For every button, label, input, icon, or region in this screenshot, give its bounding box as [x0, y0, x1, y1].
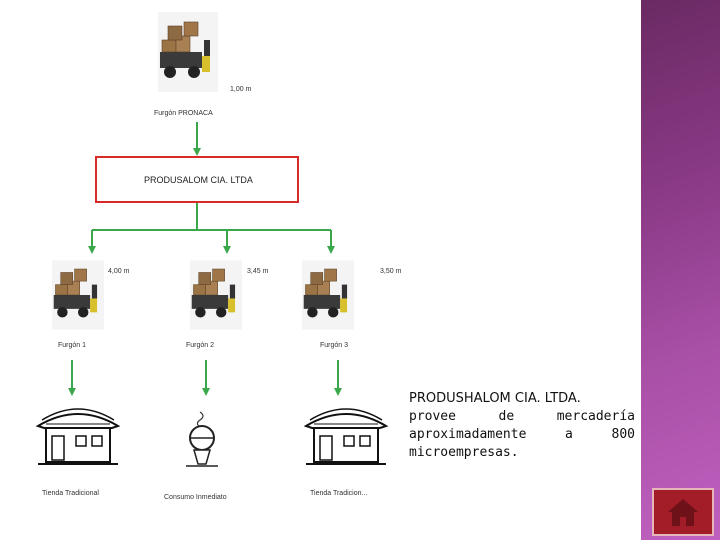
truck-3-distance: 3,50 m	[380, 268, 402, 275]
description-line-2: aproximadamente a 800	[409, 426, 635, 444]
sidebar-decoration	[641, 0, 720, 540]
description-text: PRODUSHALOM CIA. LTDA. provee de mercade…	[409, 390, 635, 462]
truck-1-distance: 4,00 m	[108, 268, 130, 275]
destination-2-label: Consumo Inmediato	[164, 494, 227, 501]
word: a	[565, 427, 573, 442]
company-box: PRODUSALOM CIA. LTDA	[95, 156, 299, 203]
company-box-label: PRODUSALOM CIA. LTDA	[144, 175, 253, 185]
delivery-truck-icon	[190, 260, 242, 330]
delivery-truck-icon	[302, 260, 354, 330]
description-line-3: microempresas.	[409, 445, 519, 460]
food-cart-icon	[186, 411, 218, 467]
top-truck-distance: 1,00 m	[230, 86, 252, 93]
destination-3-label: Tienda Tradicion...	[310, 490, 368, 497]
description-title: PRODUSHALOM CIA. LTDA.	[409, 391, 581, 406]
word: provee	[409, 409, 456, 424]
delivery-truck-icon	[52, 260, 104, 330]
truck-2-label: Furgón 2	[186, 342, 215, 349]
home-icon	[668, 499, 698, 526]
store-icon	[303, 408, 389, 465]
store-icon	[35, 408, 121, 465]
truck-2-distance: 3,45 m	[247, 268, 269, 275]
flow-connectors	[68, 122, 342, 396]
word: aproximadamente	[409, 427, 527, 442]
truck-1-label: Furgón 1	[58, 342, 87, 349]
destination-1-label: Tienda Tradicional	[42, 490, 99, 497]
home-button[interactable]	[652, 488, 714, 536]
word: mercadería	[556, 409, 635, 424]
word: 800	[611, 427, 635, 442]
delivery-truck-icon	[158, 12, 218, 92]
description-line-1: provee de mercadería	[409, 408, 635, 426]
word: de	[498, 409, 515, 424]
top-truck-label: Furgón PRONACA	[154, 110, 213, 117]
truck-3-label: Furgón 3	[320, 342, 349, 349]
